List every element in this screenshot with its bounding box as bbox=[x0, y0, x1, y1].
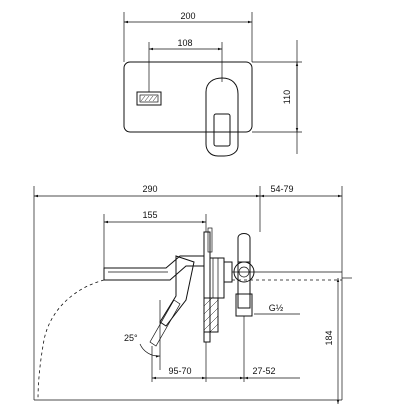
inlet-pipe-top bbox=[237, 233, 251, 263]
dim-label-155: 155 bbox=[142, 210, 157, 220]
wall-hatch-4 bbox=[203, 315, 219, 331]
wall-hatch-2 bbox=[203, 299, 219, 315]
wall-plate-side-detail bbox=[207, 227, 213, 253]
angle-label: 25° bbox=[124, 333, 138, 343]
dim-label-290: 290 bbox=[142, 184, 157, 194]
inlet-pipe-body bbox=[237, 261, 251, 309]
thread-label: G½ bbox=[269, 303, 284, 313]
handle-slot-hatch-1 bbox=[140, 95, 146, 102]
handle-slot-hatch-4 bbox=[152, 95, 158, 102]
spout-top-outline bbox=[205, 77, 239, 157]
side-view: 290 54-79 155 bbox=[33, 184, 352, 404]
water-jet-arc bbox=[37, 279, 105, 401]
dim-label-27-52: 27-52 bbox=[252, 366, 275, 376]
handle-side bbox=[159, 255, 195, 327]
wall-plate-side bbox=[203, 231, 211, 343]
wall-hatch-3 bbox=[203, 307, 219, 323]
spout-side bbox=[103, 255, 205, 281]
handle-slot bbox=[136, 91, 162, 106]
handle-slot-hatch-3 bbox=[148, 95, 154, 102]
angle-arc bbox=[139, 343, 161, 358]
mixer-body bbox=[209, 257, 225, 299]
dim-label-54-79: 54-79 bbox=[270, 184, 293, 194]
dim-label-110: 110 bbox=[282, 90, 292, 104]
dim-label-95-70: 95-70 bbox=[168, 366, 191, 376]
handle-lever bbox=[149, 299, 181, 347]
handle-slot-hatch-2 bbox=[144, 95, 150, 102]
dim-label-108: 108 bbox=[177, 38, 192, 48]
spout-top-opening bbox=[213, 113, 231, 147]
wall-section bbox=[203, 297, 219, 333]
wall-hatch-5 bbox=[209, 323, 219, 333]
handle-slot-inner bbox=[139, 94, 159, 103]
mixer-nut bbox=[223, 261, 233, 283]
top-view: 200 108 110 bbox=[123, 11, 302, 157]
wall-hatch-1 bbox=[203, 297, 213, 307]
dim-label-184: 184 bbox=[324, 330, 334, 345]
dim-label-200: 200 bbox=[180, 11, 195, 21]
wall-plate-outline bbox=[123, 61, 253, 133]
